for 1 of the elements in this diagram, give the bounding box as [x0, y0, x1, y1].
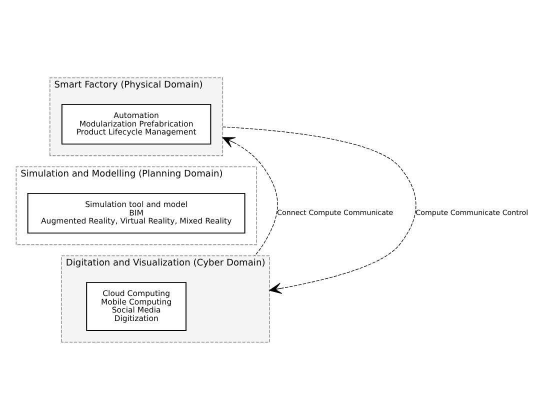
arrow	[222, 126, 416, 294]
